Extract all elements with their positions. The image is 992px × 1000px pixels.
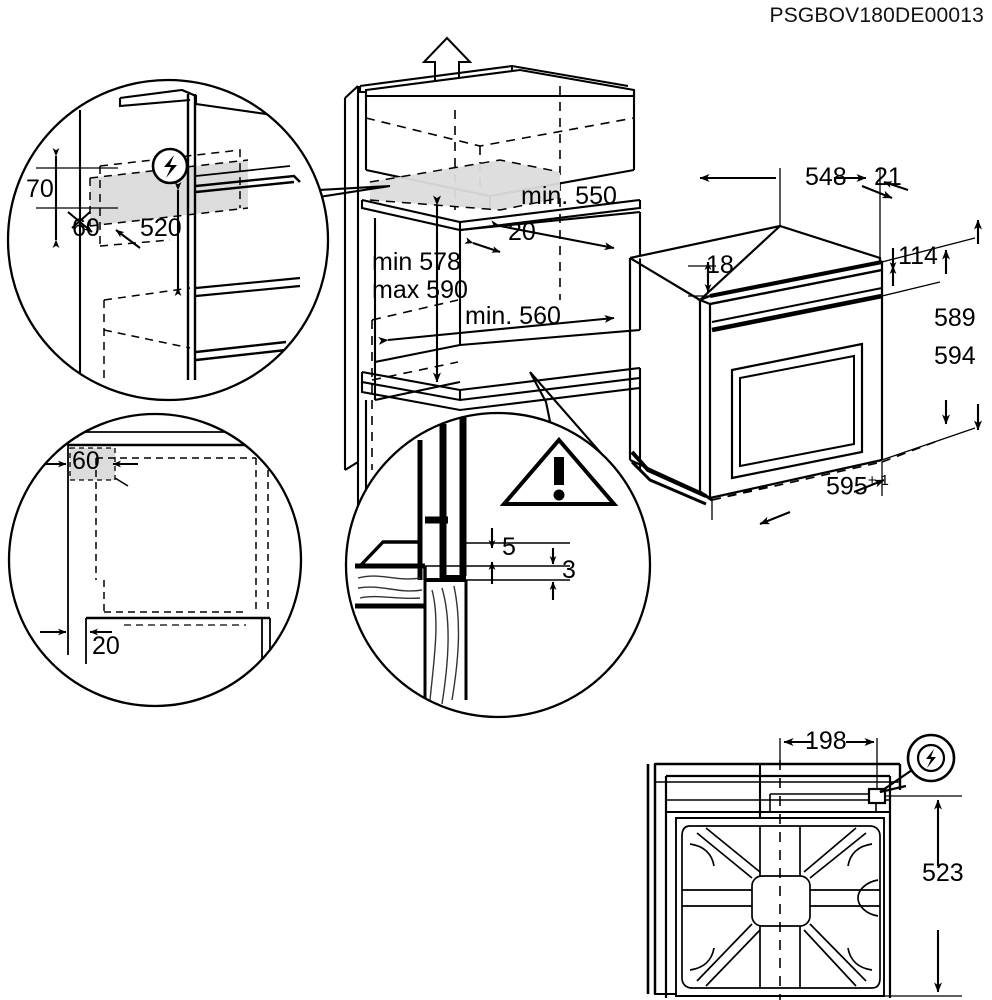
label-595: 595+-1 bbox=[826, 472, 889, 501]
label-595-value: 595 bbox=[826, 472, 868, 501]
label-520: 520 bbox=[140, 214, 182, 242]
worktop-panel-detail-circle bbox=[344, 411, 652, 719]
label-70: 70 bbox=[26, 175, 54, 203]
label-20-niche: 20 bbox=[508, 218, 536, 246]
label-min-560: min. 560 bbox=[465, 302, 561, 330]
electrical-zone-highlight-edges bbox=[369, 159, 561, 211]
label-min-550: min. 550 bbox=[521, 182, 617, 210]
label-548: 548 bbox=[805, 163, 847, 191]
label-60-base: 60 bbox=[72, 447, 100, 475]
label-18: 18 bbox=[706, 251, 734, 279]
oven-rear-view bbox=[646, 733, 962, 1000]
label-21: 21 bbox=[874, 163, 902, 191]
label-20-base: 20 bbox=[92, 632, 120, 660]
label-3: 3 bbox=[562, 556, 576, 584]
label-523: 523 bbox=[922, 859, 964, 887]
label-198: 198 bbox=[805, 727, 847, 755]
label-min-578: min 578 bbox=[372, 248, 461, 276]
document-id: PSGBOV180DE00013 bbox=[769, 4, 984, 27]
cabinet-top-detail-circle bbox=[6, 78, 330, 402]
cabinet-dimensions bbox=[378, 195, 615, 383]
label-max-590: max 590 bbox=[372, 276, 468, 304]
oven-isometric-view bbox=[628, 168, 982, 525]
electrical-zone-highlight bbox=[370, 160, 560, 210]
electrical-connection-icon bbox=[151, 147, 189, 185]
label-589: 589 bbox=[934, 304, 976, 332]
label-595-tolerance: +-1 bbox=[867, 472, 889, 489]
label-5: 5 bbox=[502, 533, 516, 561]
electrical-connection-icon bbox=[879, 733, 956, 794]
warning-triangle-icon bbox=[499, 436, 619, 506]
label-60: 60 bbox=[72, 214, 100, 242]
label-594: 594 bbox=[934, 342, 976, 370]
cabinet-base-detail-circle bbox=[7, 412, 303, 708]
label-114: 114 bbox=[898, 242, 938, 270]
